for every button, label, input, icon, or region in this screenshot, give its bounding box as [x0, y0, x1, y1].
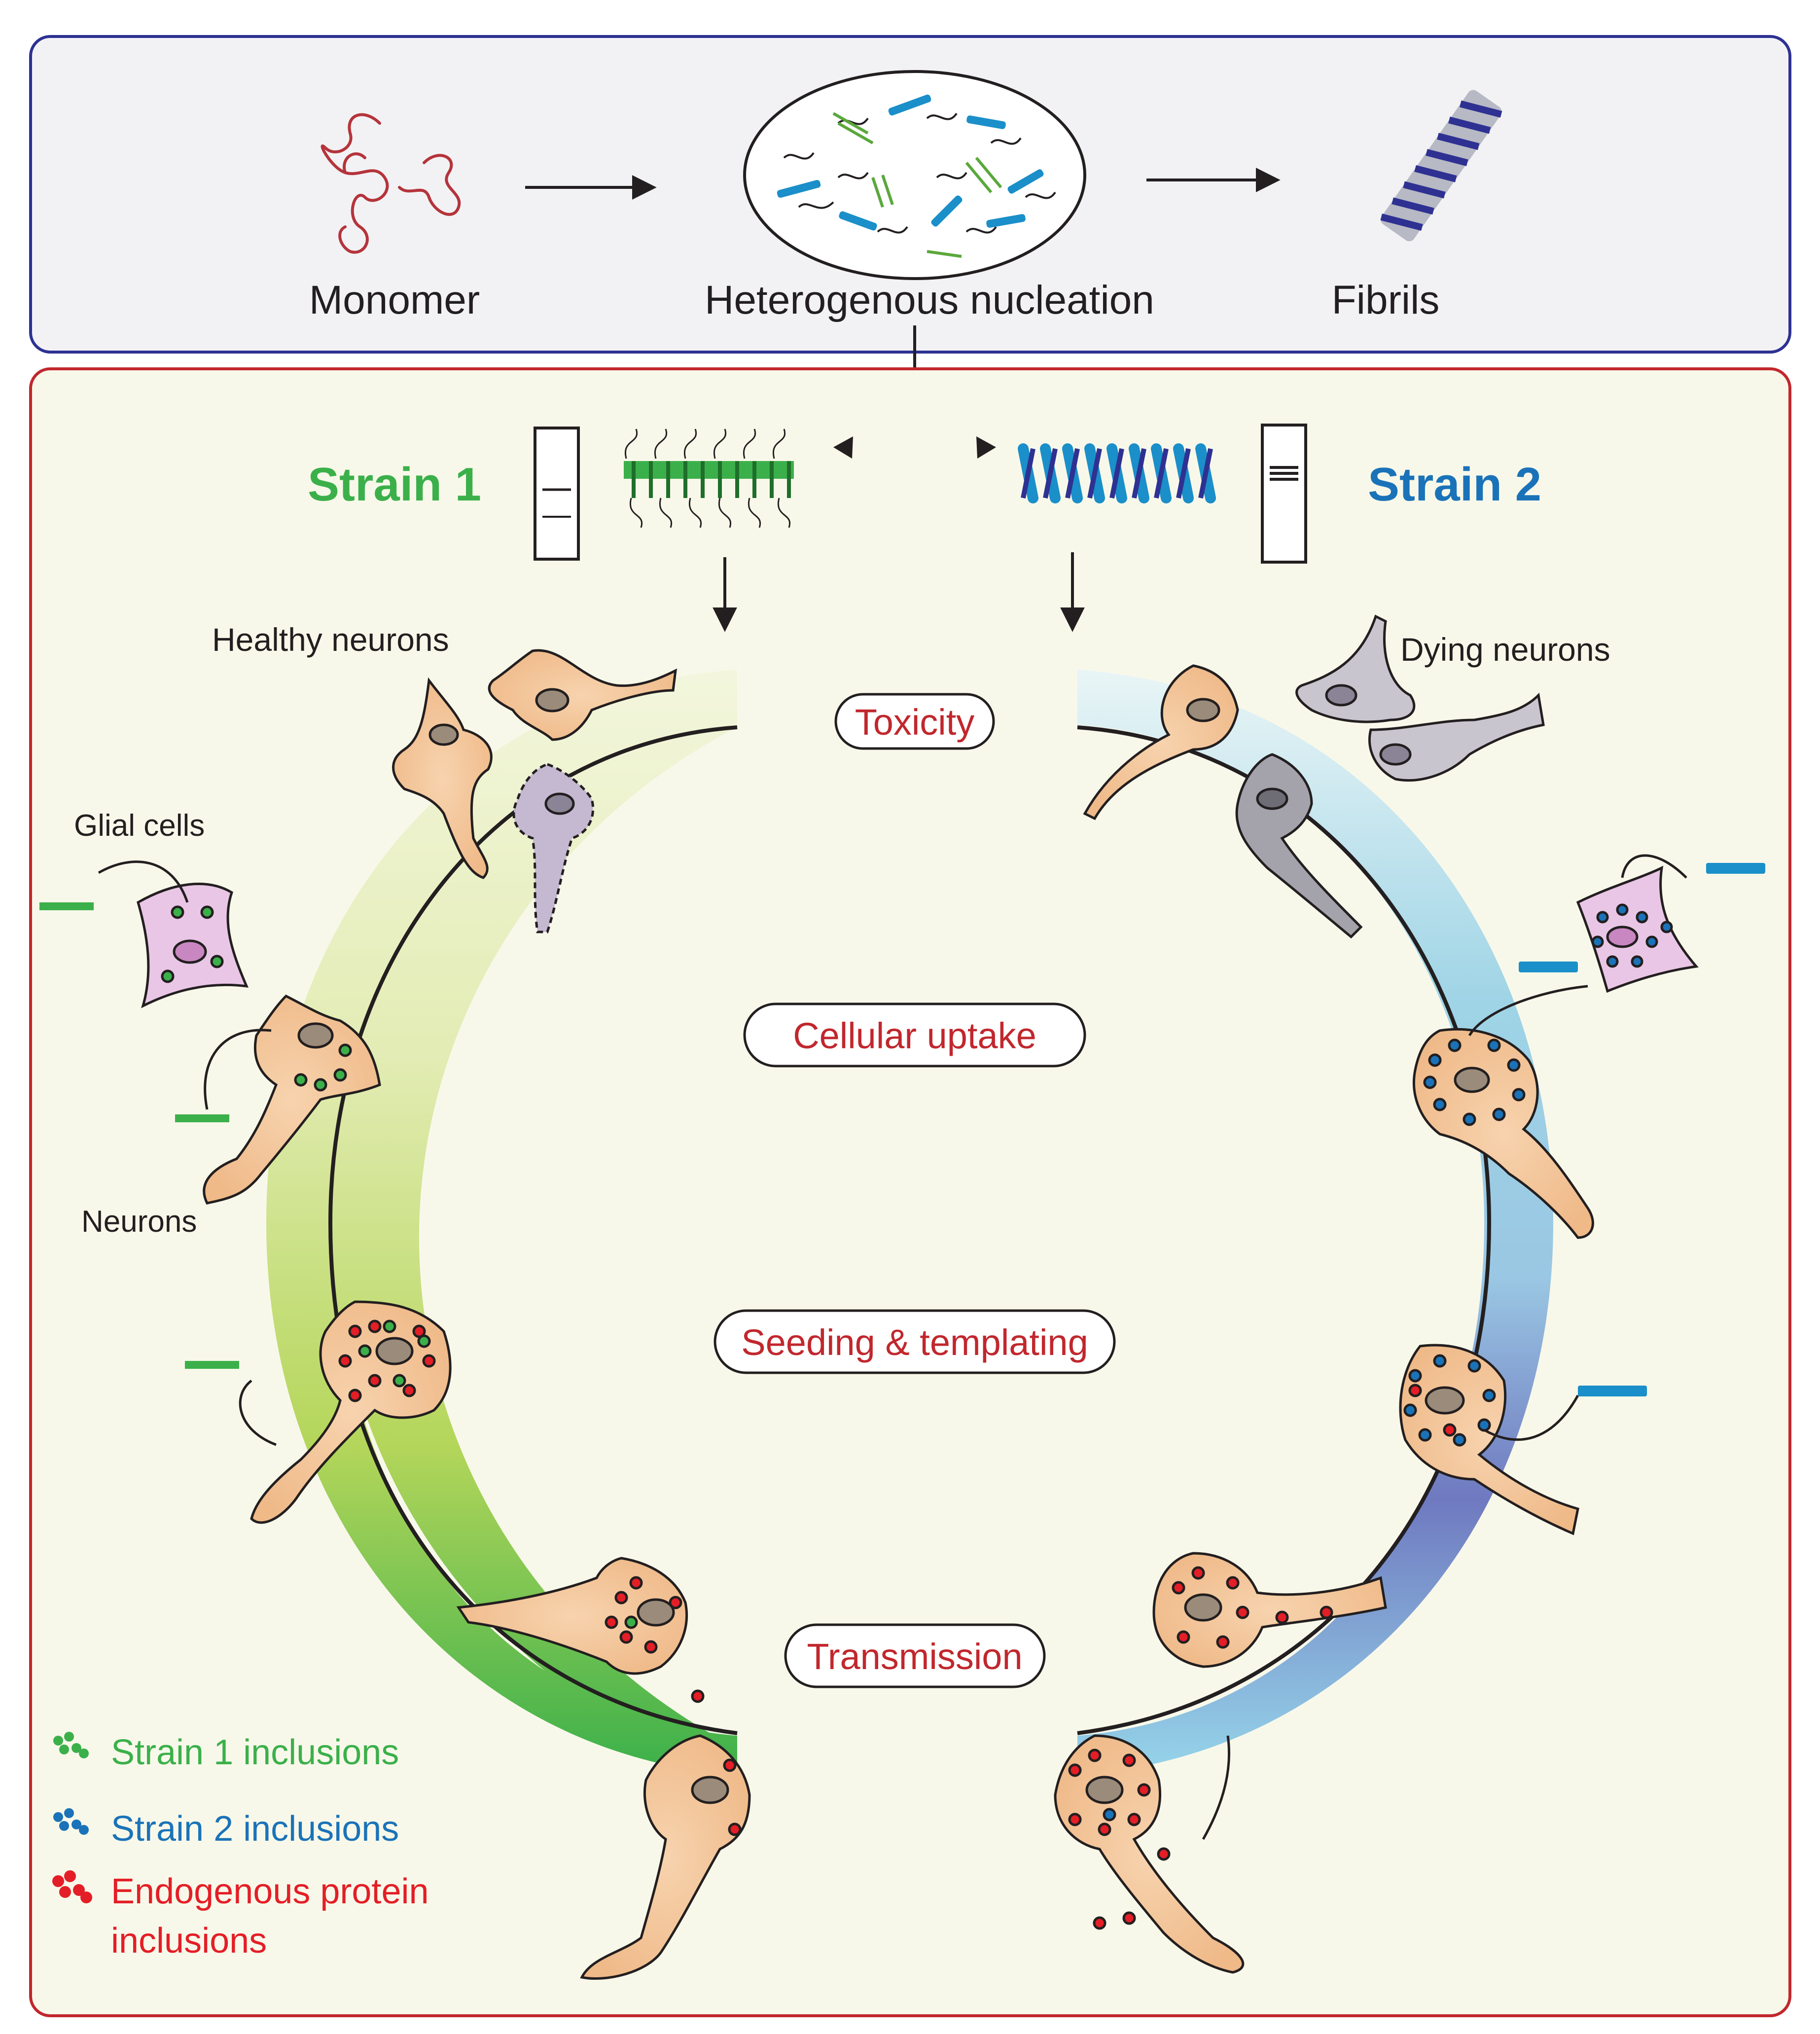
stage-uptake-label: Cellular uptake — [793, 1015, 1036, 1056]
strain1-label: Strain 1 — [308, 458, 481, 511]
strain1-band-fill — [266, 670, 737, 1775]
legend-strain2-label: Strain 2 inclusions — [111, 1809, 399, 1849]
legend-strain1-label: Strain 1 inclusions — [111, 1733, 399, 1772]
stage-transmission: Transmission — [784, 1623, 1046, 1688]
transmission-neuron-strain1 — [456, 1557, 688, 1675]
toxic-neuron — [1083, 664, 1239, 821]
arrow-nucleation-to-fibrils — [1146, 168, 1281, 192]
healthy-neurons-label: Healthy neurons — [212, 621, 449, 658]
transmission-neuron-strain2 — [1152, 1552, 1387, 1668]
fibril-icon — [1380, 90, 1502, 242]
glial-cells-label: Glial cells — [74, 809, 205, 843]
healthy-neuron — [488, 649, 678, 741]
strain2-fibril-icon — [1018, 443, 1216, 503]
stage-toxicity: Toxicity — [834, 693, 995, 750]
strain2-band-fill — [1077, 670, 1553, 1775]
legend-strain1-dots — [53, 1732, 89, 1758]
small-strain2-fibrils — [1519, 863, 1765, 1396]
legend-endogenous-label-line1: Endogenous protein — [111, 1872, 429, 1911]
arrow-strain2-down — [1060, 552, 1085, 632]
cells-layer — [137, 614, 1699, 1980]
monomer-icon — [321, 113, 461, 254]
nucleation-label: Heterogenous nucleation — [705, 278, 1154, 322]
monomer-label: Monomer — [309, 278, 480, 322]
legend-strain2-dots — [53, 1808, 89, 1835]
arrow-to-strain1 — [833, 436, 853, 459]
arrow-to-strain2 — [976, 436, 996, 459]
strain2-label: Strain 2 — [1368, 458, 1541, 511]
strain1-band — [333, 671, 737, 1775]
glial-cell — [137, 883, 249, 1008]
nucleation-oval — [743, 70, 1086, 280]
stage-seeding-label: Seeding & templating — [741, 1322, 1088, 1363]
strain2-gel-lane — [1261, 424, 1307, 564]
receiving-neuron-strain2 — [1054, 1734, 1245, 1974]
dying-neuron-grey — [1295, 614, 1545, 782]
neurons-label: Neurons — [81, 1205, 197, 1239]
fibrils-label: Fibrils — [1332, 278, 1440, 322]
dying-neuron-dark — [1235, 753, 1363, 939]
small-strain1-fibrils — [39, 902, 239, 1369]
legend-endogenous-label-line2: inclusions — [111, 1921, 267, 1961]
receiving-neuron-strain1 — [580, 1689, 751, 1980]
uptake-neuron-strain1 — [203, 994, 381, 1205]
stage-uptake: Cellular uptake — [743, 1002, 1086, 1068]
seeding-neuron-strain1 — [250, 1300, 452, 1524]
legend-endogenous-dots — [52, 1870, 92, 1903]
legend: Strain 1 inclusions Strain 2 inclusions … — [52, 1732, 429, 1961]
strain1-fibril-icon — [624, 428, 794, 528]
dying-neuron-purple — [512, 763, 595, 933]
stage-transmission-label: Transmission — [807, 1636, 1022, 1677]
aggregation-panel: Monomer — [29, 35, 1791, 448]
dying-neurons-label: Dying neurons — [1400, 631, 1610, 668]
stage-toxicity-label: Toxicity — [855, 702, 975, 743]
healthy-neuron — [392, 677, 493, 879]
seeding-neuron-strain2 — [1399, 1344, 1579, 1535]
strain1-gel-lane — [534, 427, 580, 561]
glial-cell-strain2 — [1576, 865, 1699, 993]
uptake-neuron-strain2 — [1412, 1028, 1594, 1239]
stage-seeding: Seeding & templating — [714, 1309, 1116, 1374]
uptake-arrows — [98, 854, 1687, 1840]
arrow-strain1-down — [713, 557, 737, 632]
arrow-monomer-to-nucleation — [525, 175, 657, 200]
